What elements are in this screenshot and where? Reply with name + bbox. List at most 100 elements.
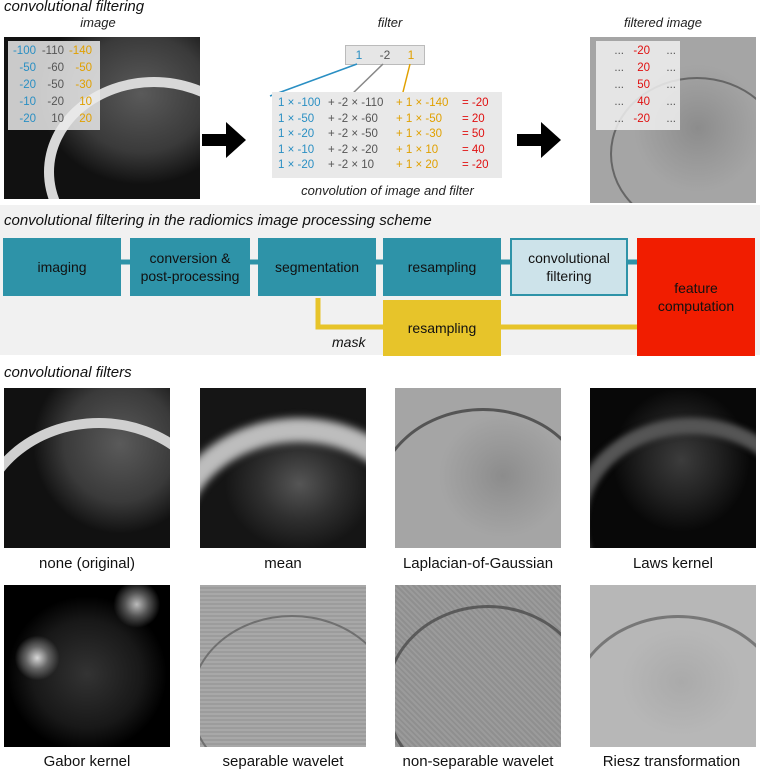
grid-row: ... -20...: [600, 111, 676, 128]
grid-cell: -60: [47, 62, 64, 74]
filter-label: filter: [377, 15, 403, 30]
filtered-value: 40: [637, 96, 650, 108]
step-label: convolutional: [528, 250, 610, 266]
step-label: post-processing: [140, 268, 240, 284]
grid-cell: -50: [75, 62, 92, 74]
filter-image-log: [395, 388, 561, 548]
grid-cell: 10: [51, 113, 64, 125]
ct-body-contour: [4, 418, 170, 548]
filtered-value: -20: [633, 113, 650, 125]
convolution-row: 1 × -10 + -2 × -20 + 1 × 10 = 40: [278, 143, 496, 159]
grid-row: -20 10 20: [10, 111, 98, 128]
conv-term: + 1 × -30: [396, 128, 443, 140]
conv-result: = 20: [462, 112, 485, 125]
conv-term: + -2 × -50: [328, 128, 378, 140]
caption-gabor: Gabor kernel: [43, 753, 131, 770]
step-resampling: resampling: [383, 238, 501, 296]
section-title-convolutional-filtering: convolutional filtering: [4, 0, 145, 15]
caption-mean: mean: [264, 555, 302, 572]
grid-cell: -20: [19, 113, 36, 125]
grid-cell: -110: [41, 45, 64, 57]
conv-result: = 40: [462, 143, 485, 156]
filter-image-laws: [590, 388, 756, 548]
conv-result: = -20: [462, 97, 489, 109]
conv-term: 1 × -100: [278, 97, 321, 109]
grid-cell: 10: [79, 96, 92, 108]
conv-term: + -2 × -20: [328, 143, 378, 156]
grid-cell: -140: [68, 45, 92, 57]
pipeline-band: [0, 205, 760, 355]
filter-image-mean: [200, 388, 366, 548]
ct-body-contour: [200, 615, 366, 747]
caption-log: Laplacian-of-Gaussian: [402, 555, 554, 572]
step-mask-resampling: resampling: [383, 300, 501, 356]
convolution-label: convolution of image and filter: [301, 183, 474, 198]
grid-cell: -20: [19, 79, 36, 91]
conv-term: + 1 × -50: [396, 112, 443, 125]
grid-row: ... 40...: [600, 94, 676, 111]
convolution-row: 1 × -20 + -2 × -50 + 1 × -30 = 50: [278, 127, 496, 143]
caption-riesz: Riesz transformation: [602, 753, 741, 770]
filter-image-separable-wavelet: [200, 585, 366, 747]
filter-kernel: 1 -2 1: [345, 45, 425, 65]
ellipsis: ...: [666, 113, 676, 125]
section-title-filters: convolutional filters: [4, 364, 132, 381]
filter-image-gabor: [4, 585, 170, 747]
ct-body-contour: [395, 605, 561, 747]
grid-cell: -50: [47, 79, 64, 91]
ellipsis: ...: [666, 79, 676, 91]
filtered-value: -20: [633, 45, 650, 57]
step-segmentation: segmentation: [258, 238, 376, 296]
ellipsis: ...: [666, 45, 676, 57]
conv-term: 1 × -50: [278, 112, 315, 125]
conv-result: = 50: [462, 128, 485, 140]
filtered-value: 50: [637, 79, 650, 91]
grid-row: ... -20...: [600, 43, 676, 60]
conv-term: + 1 × 20: [396, 159, 439, 171]
grid-cell: -10: [19, 96, 36, 108]
convolution-row: 1 × -20 + -2 × 10 + 1 × 20 = -20: [278, 158, 496, 174]
ellipsis: ...: [614, 96, 624, 108]
section-title-pipeline: convolutional filtering in the radiomics…: [4, 212, 432, 229]
grid-row: -20-50-30: [10, 77, 98, 94]
grid-cell: 20: [79, 113, 92, 125]
grid-row: -50 -60 -50: [10, 60, 98, 77]
filter-value: 1: [407, 48, 415, 62]
grid-row: -10 -20 10: [10, 94, 98, 111]
grid-cell: -20: [47, 96, 64, 108]
ct-body-contour: [200, 418, 366, 548]
ct-body-contour: [610, 77, 756, 203]
conv-term: 1 × -20: [278, 128, 315, 140]
conv-term: + -2 × -110: [328, 97, 384, 109]
ellipsis: ...: [666, 96, 676, 108]
filtered-ct-image: ...-20... ...20... ...50... ...40... ...…: [590, 37, 756, 203]
conv-term: + 1 × -140: [396, 97, 449, 109]
grid-cell: -50: [19, 62, 36, 74]
step-label: segmentation: [274, 259, 360, 275]
ellipsis: ...: [614, 113, 624, 125]
step-label: resampling: [407, 259, 477, 275]
filter-image-non-separable-wavelet: [395, 585, 561, 747]
step-label: conversion &: [149, 250, 231, 266]
ct-body-contour: [590, 418, 756, 548]
conv-result: = -20: [462, 159, 489, 171]
ellipsis: ...: [614, 45, 624, 57]
conv-term: + -2 × 10: [328, 159, 375, 171]
step-label: feature: [674, 280, 718, 296]
grid-cell: -100: [12, 45, 36, 57]
caption-original: none (original): [39, 555, 135, 572]
conv-term: 1 × -20: [278, 159, 315, 171]
conv-term: 1 × -10: [278, 143, 315, 156]
ct-body-contour: [395, 408, 561, 548]
conv-term: + 1 × 10: [396, 143, 439, 156]
mask-label: mask: [332, 334, 366, 350]
right-arrow-icon: [517, 122, 561, 158]
convolution-row: 1 × -50+ -2 × -60+ 1 × -50= 20: [278, 112, 496, 128]
convolution-table: 1 × -100 + -2 × -110 + 1 × -140 = -20 1 × -…: [272, 92, 502, 178]
ellipsis: ...: [614, 62, 624, 74]
step-label: imaging: [37, 259, 87, 275]
